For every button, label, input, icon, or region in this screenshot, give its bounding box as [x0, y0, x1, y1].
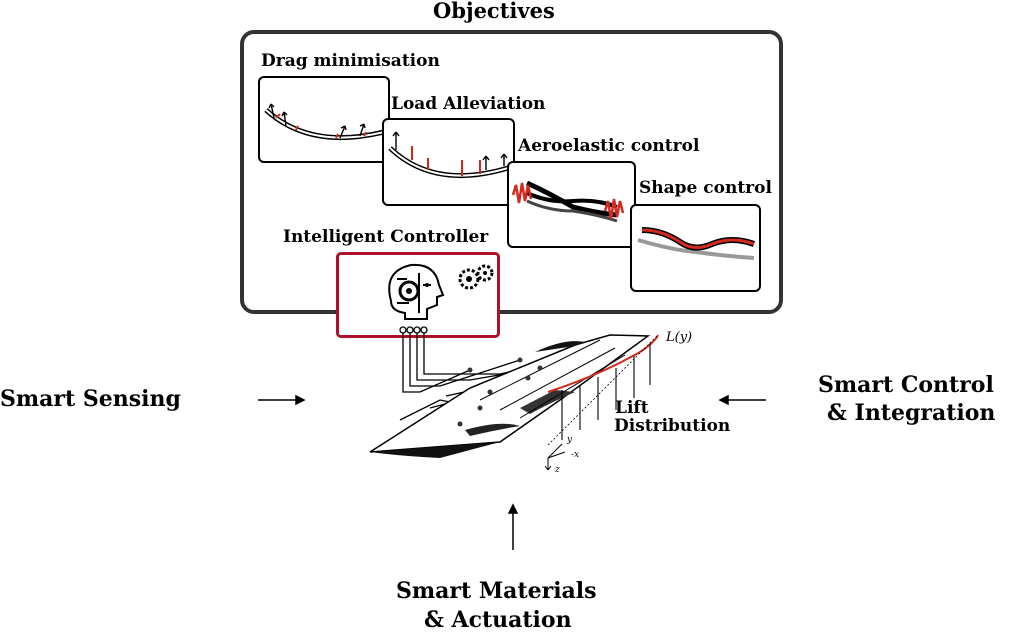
ai-head-icon [388, 263, 445, 320]
smart-sensing-label: Smart Sensing [0, 386, 181, 412]
shape-control-label: Shape control [639, 178, 772, 198]
drag-wing-illustration [264, 103, 385, 141]
actuation-label: & Actuation [424, 607, 572, 633]
load-alleviation-panel [382, 118, 515, 206]
axis-y-label: y [567, 435, 573, 445]
smart-control-label: Smart Control [818, 372, 994, 398]
intelligent-controller-label: Intelligent Controller [283, 227, 489, 247]
shape-wing-illustration [637, 227, 756, 260]
aeroelastic-control-panel [507, 161, 636, 248]
gear-icon [458, 264, 494, 290]
lift-label: Lift [615, 398, 649, 418]
distribution-label: Distribution [614, 416, 731, 436]
aeroelastic-control-label: Aeroelastic control [518, 136, 700, 156]
axis-z-label: z [555, 465, 560, 475]
load-alleviation-label: Load Alleviation [391, 94, 546, 114]
axis-x-label: -x [571, 450, 580, 460]
intelligent-controller-box [336, 252, 500, 338]
integration-label: & Integration [827, 400, 996, 426]
aeroelastic-wing-illustration [511, 180, 625, 223]
load-wing-illustration [388, 131, 509, 179]
drag-minimisation-label: Drag minimisation [261, 51, 440, 71]
objectives-title: Objectives [433, 0, 555, 23]
drag-minimisation-panel [258, 76, 390, 163]
objectives-frame [240, 30, 783, 314]
shape-control-panel [630, 204, 761, 292]
lift-function-label: L(y) [666, 330, 693, 345]
smart-materials-label: Smart Materials [396, 578, 597, 604]
